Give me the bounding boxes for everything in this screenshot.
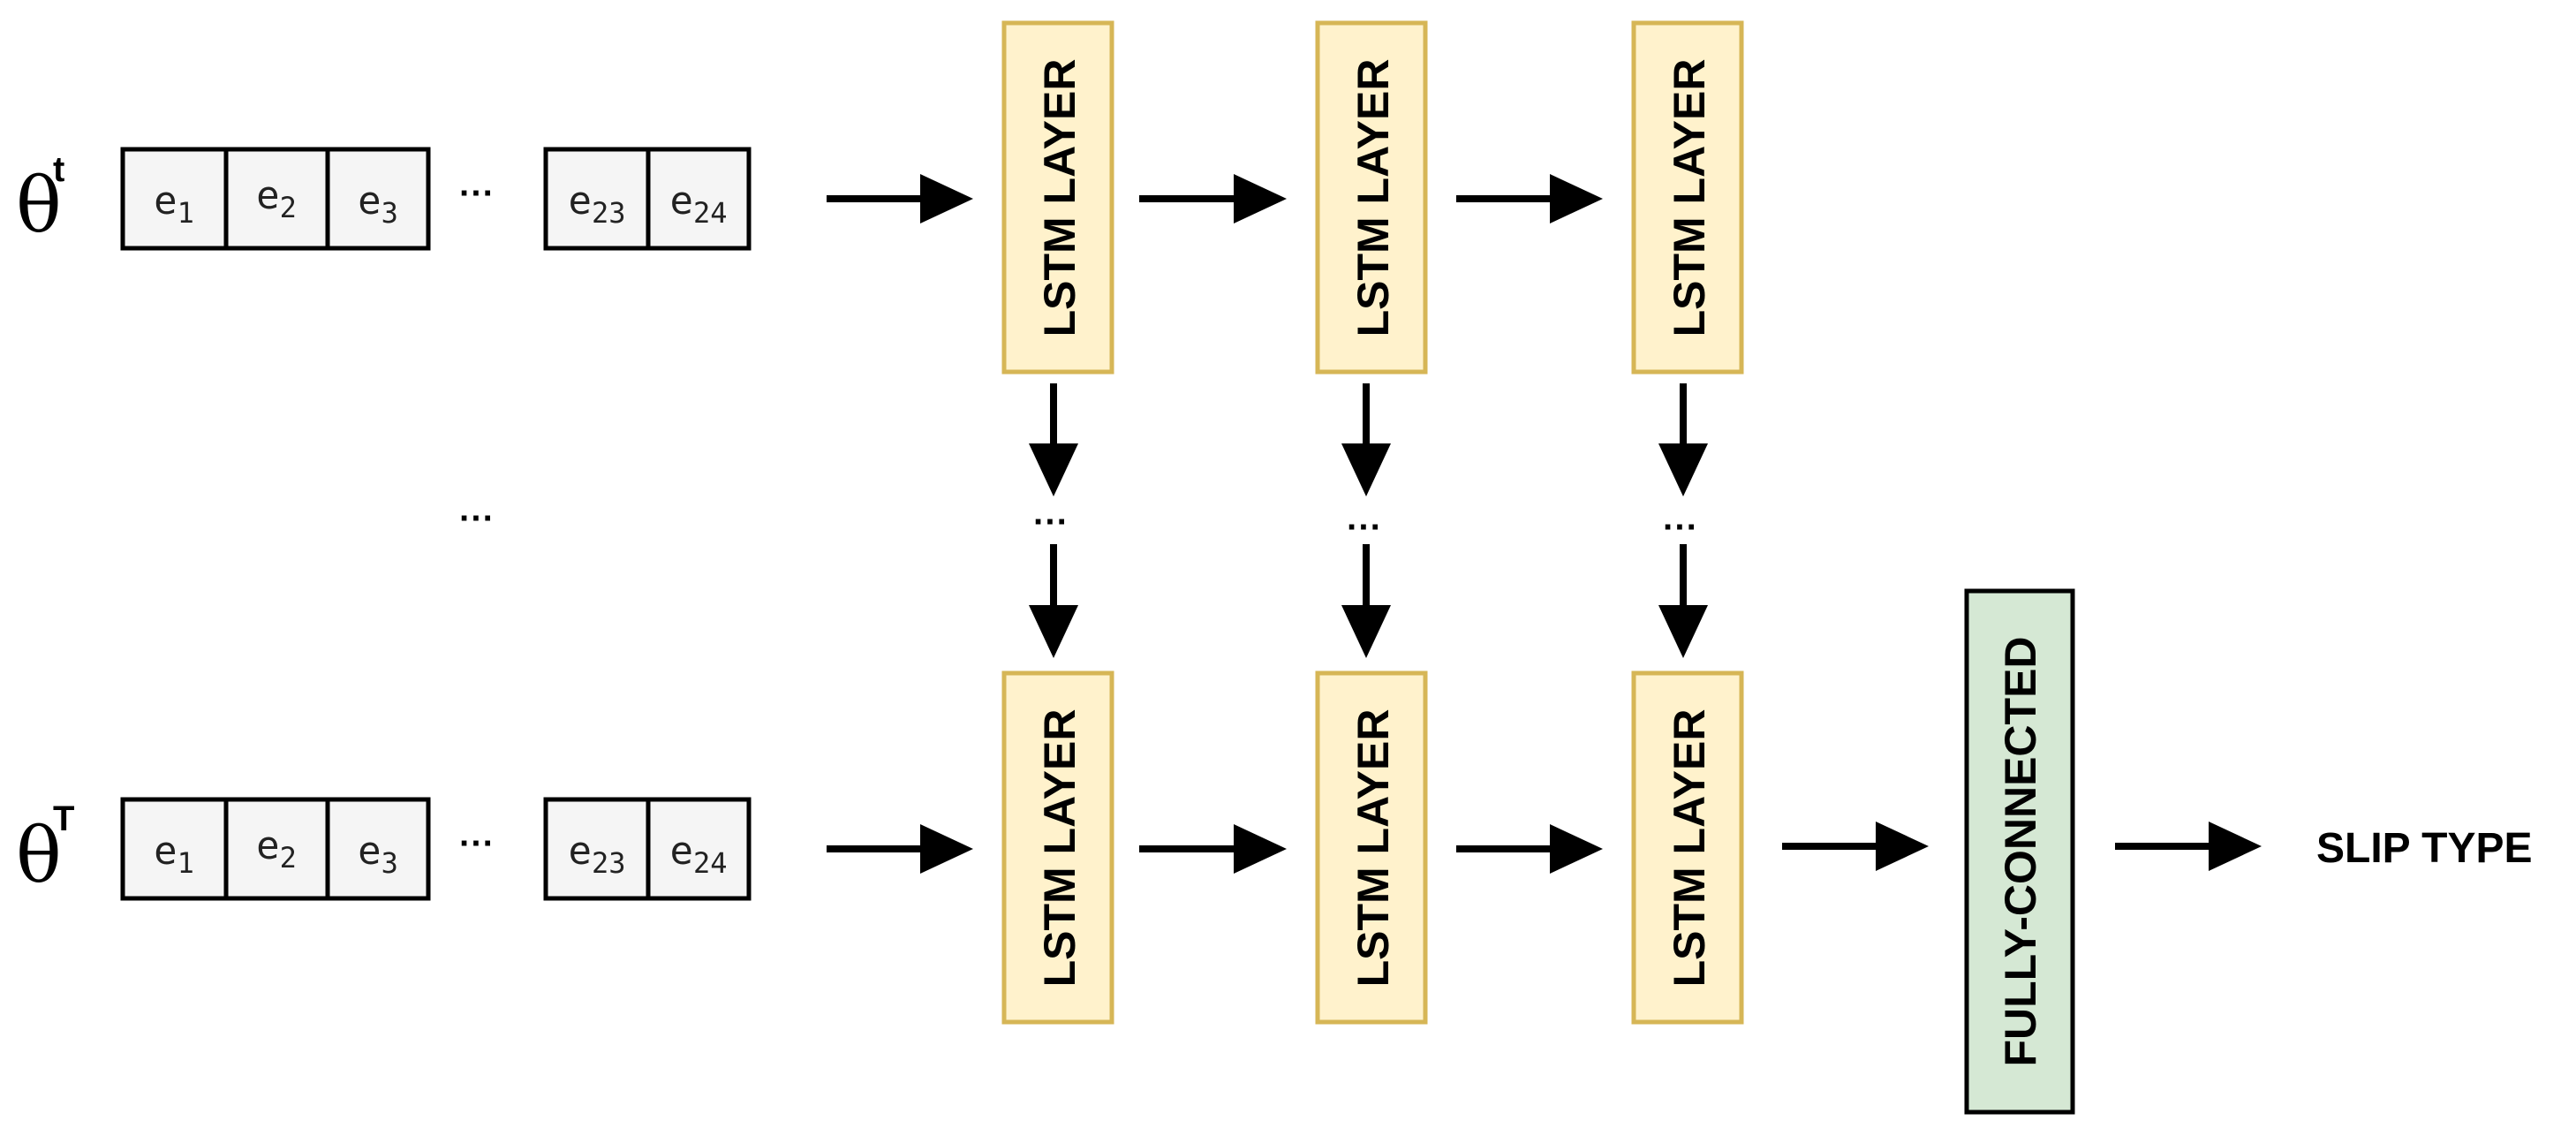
lstm-layer-label: LSTM LAYER — [1035, 59, 1084, 337]
arrow-right-icon — [1782, 822, 1929, 871]
arrow-right-icon — [1456, 174, 1603, 223]
column-ellipsis: ··· — [1347, 508, 1382, 547]
theta-symbol: θ — [16, 162, 62, 250]
lstm-layer-top-3: LSTM LAYER — [1631, 20, 1744, 375]
embedding-cell: e23 — [543, 797, 651, 901]
theta-superscript: T — [53, 799, 74, 838]
lstm-layer-bottom-3: LSTM LAYER — [1631, 670, 1744, 1025]
embedding-cell: e1 — [120, 147, 229, 251]
cell-base: e — [568, 829, 592, 874]
embedding-cell: e23 — [543, 147, 651, 251]
embedding-cell: e24 — [646, 147, 752, 251]
cell-subscript: 2 — [280, 191, 297, 224]
svg-text:e1: e1 — [154, 829, 194, 880]
embedding-cell: e24 — [646, 797, 752, 901]
cell-base: e — [669, 178, 693, 223]
arrow-right-icon — [2115, 822, 2262, 871]
svg-text:e23: e23 — [568, 829, 625, 880]
lstm-layer-top-1: LSTM LAYER — [1001, 20, 1114, 375]
cell-base: e — [256, 823, 280, 868]
svg-text:e1: e1 — [154, 178, 194, 230]
embedding-cell: e2 — [223, 147, 330, 251]
cell-subscript: 24 — [693, 846, 728, 880]
cell-subscript: 3 — [381, 846, 398, 880]
arrow-down-icon — [1341, 383, 1391, 496]
sequence-ellipsis: ··· — [459, 174, 495, 213]
embedding-cell: e1 — [120, 797, 229, 901]
sequence-ellipsis: ··· — [459, 824, 495, 863]
arrow-right-icon — [1139, 174, 1287, 223]
lstm-layer-label: LSTM LAYER — [1665, 59, 1714, 337]
embedding-cell: e3 — [325, 147, 431, 251]
input-row-top: θ t e1 e2 e3 ··· e23 — [16, 147, 752, 251]
arrow-down-icon — [1341, 544, 1391, 658]
lstm-layer-bottom-1: LSTM LAYER — [1001, 670, 1114, 1025]
column-ellipsis: ··· — [1033, 503, 1069, 541]
fully-connected-label: FULLY-CONNECTED — [1996, 636, 2045, 1066]
svg-text:e24: e24 — [669, 829, 727, 880]
lstm-layer-label: LSTM LAYER — [1035, 709, 1084, 988]
theta-superscript: t — [53, 150, 64, 189]
lstm-layer-bottom-2: LSTM LAYER — [1315, 670, 1428, 1025]
cell-subscript: 23 — [592, 846, 626, 880]
cell-base: e — [669, 829, 693, 874]
theta-symbol: θ — [16, 812, 62, 900]
lstm-layer-top-2: LSTM LAYER — [1315, 20, 1428, 375]
svg-text:e3: e3 — [358, 829, 398, 880]
cell-subscript: 1 — [178, 846, 194, 880]
svg-text:e2: e2 — [256, 823, 297, 875]
cell-subscript: 24 — [693, 196, 728, 230]
cell-subscript: 1 — [178, 196, 194, 230]
arrow-down-icon — [1029, 544, 1078, 658]
arrow-down-icon — [1658, 544, 1708, 658]
cell-base: e — [358, 829, 381, 874]
svg-text:e23: e23 — [568, 178, 625, 230]
cell-subscript: 3 — [381, 196, 398, 230]
input-row-bottom: θ T e1 e2 e3 ··· e23 — [16, 797, 752, 901]
lstm-layer-label: LSTM LAYER — [1665, 709, 1714, 988]
cell-subscript: 2 — [280, 841, 297, 875]
arrow-right-icon — [1456, 824, 1603, 874]
rows-ellipsis: ··· — [459, 499, 495, 538]
cell-base: e — [358, 178, 381, 223]
arrow-right-icon — [827, 174, 973, 223]
embedding-cell: e3 — [325, 797, 431, 901]
lstm-layer-label: LSTM LAYER — [1348, 59, 1398, 337]
cell-base: e — [154, 178, 178, 223]
arrow-right-icon — [827, 824, 973, 874]
output-label: SLIP TYPE — [2316, 825, 2533, 872]
arrow-right-icon — [1139, 824, 1287, 874]
svg-text:e3: e3 — [358, 178, 398, 230]
arrow-down-icon — [1029, 383, 1078, 496]
svg-text:e24: e24 — [669, 178, 727, 230]
column-ellipsis: ··· — [1663, 508, 1698, 547]
embedding-cell: e2 — [223, 797, 330, 901]
cell-base: e — [256, 173, 280, 218]
svg-text:e2: e2 — [256, 173, 297, 224]
lstm-layer-label: LSTM LAYER — [1348, 709, 1398, 988]
cell-subscript: 23 — [592, 196, 626, 230]
cell-base: e — [154, 829, 178, 874]
cell-base: e — [568, 178, 592, 223]
fully-connected-layer: FULLY-CONNECTED — [1964, 588, 2075, 1115]
arrow-down-icon — [1658, 383, 1708, 496]
